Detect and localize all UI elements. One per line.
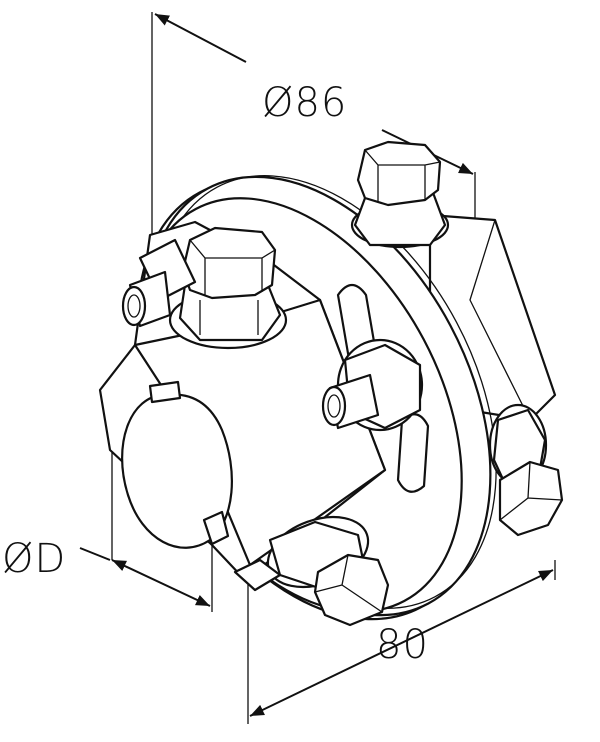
bore-hole <box>121 393 233 549</box>
dimension-outer-diameter: Ø86 <box>151 12 476 250</box>
dimension-line-upper <box>154 13 247 63</box>
set-screw-middle <box>321 338 424 432</box>
front-hub <box>98 220 387 582</box>
bolt-bottom-rear <box>488 403 564 537</box>
leader-line-bore <box>79 547 111 561</box>
dimension-line-length <box>249 569 554 717</box>
bolt-front-top <box>168 226 288 350</box>
keyway <box>148 380 182 404</box>
flange-slot-lower <box>396 413 430 493</box>
bolt-rear-top <box>350 140 450 249</box>
bore-diameter-label: ØD <box>2 536 66 582</box>
dimension-length: 80 <box>247 560 556 724</box>
dimension-line-bore <box>111 559 211 607</box>
outer-diameter-label: Ø86 <box>262 80 347 126</box>
set-screw-left <box>121 238 197 328</box>
dimension-bore-diameter: ØD <box>2 420 213 612</box>
bolt-bottom-front <box>233 515 390 627</box>
length-label: 80 <box>376 622 429 668</box>
